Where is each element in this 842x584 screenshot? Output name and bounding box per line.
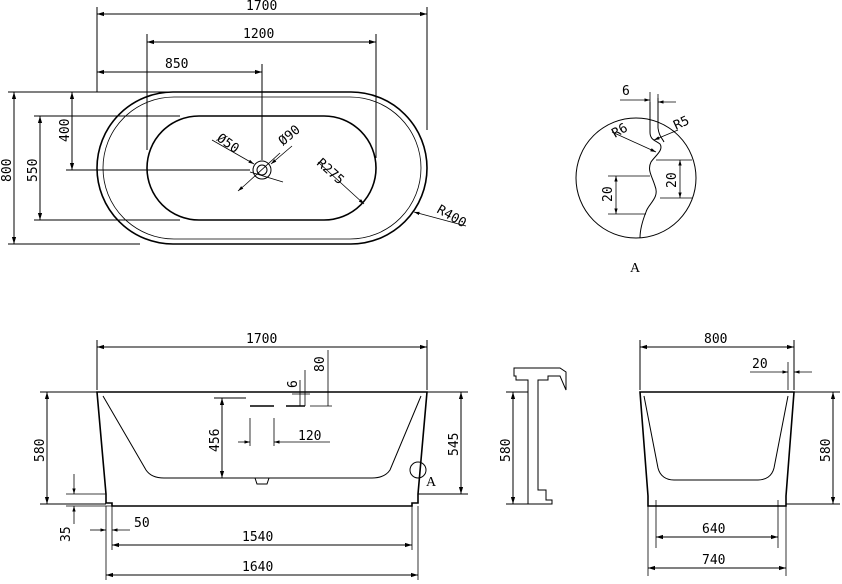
detail-a-label: A	[630, 261, 641, 276]
front-overflow-height: 545	[447, 433, 462, 456]
end-view: 800 20 580 640 740	[639, 332, 840, 576]
end-rim: 20	[752, 357, 768, 372]
detail-radius-top: R5	[671, 113, 692, 133]
end-height: 580	[819, 439, 834, 462]
detail-wall-thickness: 6	[622, 84, 630, 99]
drain-inner-circle	[256, 164, 268, 176]
front-overall-length: 1700	[246, 332, 277, 347]
top-overall-length: 1700	[246, 0, 277, 14]
top-drain-width-offset: 400	[58, 119, 73, 142]
front-height: 580	[33, 439, 48, 462]
front-inner-depth: 456	[208, 429, 223, 452]
front-plinth-inset: 50	[134, 516, 150, 531]
front-slot-height: 80	[313, 356, 328, 372]
top-overall-width: 800	[0, 159, 15, 182]
drain-outer-circle	[252, 160, 272, 180]
front-tub-basin	[102, 395, 422, 479]
detail-height-right: 20	[665, 172, 680, 188]
detail-a-circle	[575, 117, 697, 239]
faucet-height: 580	[499, 439, 514, 462]
front-slot-offset: 6	[286, 380, 301, 388]
end-tub-outline	[639, 391, 795, 507]
front-slot-length: 120	[298, 429, 321, 444]
top-inner-width: 550	[26, 159, 41, 182]
detail-height-left: 20	[601, 186, 616, 202]
detail-a: 6 R5 R6 20 20 A	[575, 84, 697, 276]
front-detail-marker: A	[426, 475, 437, 490]
front-plinth-height: 35	[59, 526, 74, 542]
front-detail-circle	[409, 461, 427, 479]
top-outer-radius: R400	[434, 202, 469, 231]
end-overall-width: 800	[704, 332, 727, 347]
detail-radius-inner: R6	[610, 121, 631, 142]
end-base-inner-width: 640	[702, 522, 725, 537]
front-tub-outline	[96, 391, 428, 507]
end-tub-basin	[643, 395, 789, 481]
top-view: 1700 1200 850 800 550 400 Ø50 Ø90 R275 R…	[0, 0, 469, 245]
end-base-width: 740	[702, 553, 725, 568]
front-base-length: 1640	[242, 560, 273, 575]
front-base-inner-length: 1540	[242, 530, 273, 545]
faucet-outline	[513, 367, 567, 505]
top-overflow-diameter: Ø90	[276, 122, 304, 149]
top-drain-offset: 850	[165, 57, 188, 72]
front-view: A 1700 580 456 545 6 80 120	[33, 332, 468, 580]
top-inner-length: 1200	[243, 27, 274, 42]
top-drain-diameter: Ø50	[214, 131, 242, 157]
faucet-view: 580	[499, 367, 567, 505]
